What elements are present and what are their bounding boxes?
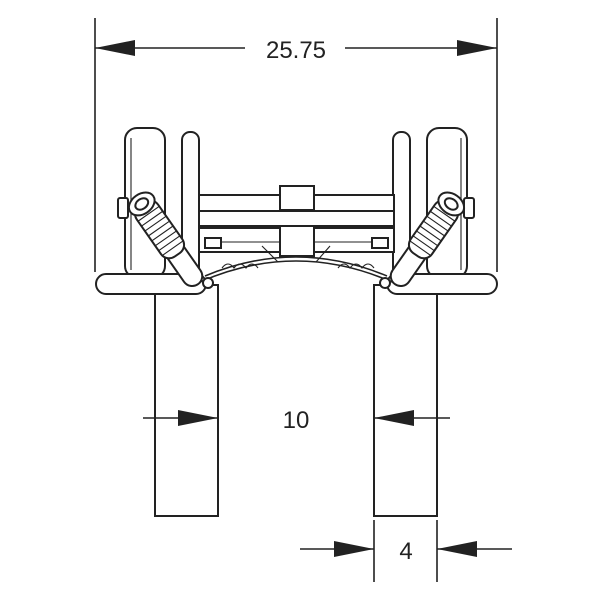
curved-linkage-inner: [204, 256, 388, 277]
overall-width-dimension: 25.75: [94, 18, 498, 272]
right-handle-cap-inner: [443, 197, 459, 211]
right-handle-grip-texture: [409, 205, 456, 257]
inner-arrowhead-right: [374, 410, 414, 426]
fork-arrowhead-left: [334, 541, 374, 557]
linkage-strut-left: [261, 245, 279, 263]
fork-width-dimension: 4: [300, 520, 512, 582]
arrowhead-left: [95, 40, 135, 56]
pivot-right: [379, 277, 391, 289]
middle-crossbar: [198, 210, 395, 227]
left-axle-hub: [117, 197, 129, 219]
curved-linkage: [199, 260, 393, 283]
center-post: [279, 225, 315, 257]
right-axle-hub: [463, 197, 475, 219]
linkage-strut-right: [315, 245, 331, 263]
fork-width-label: 4: [399, 538, 412, 565]
inner-spacing-label: 10: [283, 407, 310, 434]
right-handle: [389, 191, 466, 288]
arrowhead-right: [457, 40, 497, 56]
left-handle-cap-inner: [134, 197, 150, 211]
left-fork: [154, 284, 219, 517]
machine-assembly: [95, 127, 498, 517]
lower-frame-right-block: [371, 237, 389, 249]
inner-spacing-dimension: 10: [143, 407, 450, 434]
left-handle-grip-texture: [137, 205, 184, 257]
pivot-left: [202, 277, 214, 289]
left-handle: [127, 191, 204, 288]
spring-coil: [221, 263, 375, 269]
center-bracket: [279, 185, 315, 211]
lower-frame-left-block: [204, 237, 222, 249]
inner-arrowhead-left: [178, 410, 218, 426]
overall-width-label: 25.75: [266, 37, 326, 64]
right-fork: [373, 284, 438, 517]
fork-arrowhead-right: [437, 541, 477, 557]
